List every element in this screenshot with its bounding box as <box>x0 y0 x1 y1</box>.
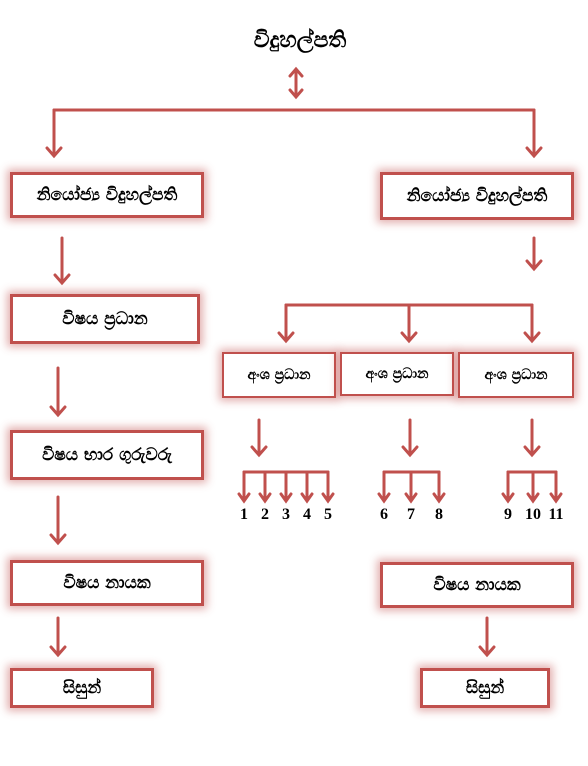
subject-teachers-box: විෂය භාර ගුරුවරු <box>10 430 204 480</box>
left-students-box: සිසුන් <box>10 668 154 708</box>
group-3-arrows <box>501 470 563 504</box>
section-head-box-3: අංශ ප්‍රධාන <box>458 352 574 398</box>
group-1-arrows <box>237 470 335 504</box>
group-1-number-1: 1 <box>240 506 248 523</box>
group-2-number-7: 7 <box>407 506 415 523</box>
left-deputy-principal-box: නියෝජ්‍ය විදුහල්පති <box>10 172 204 218</box>
section-head-box-2: අංශ ප්‍රධාන <box>340 352 454 396</box>
group-1-number-4: 4 <box>303 506 311 523</box>
group-3-number-10: 10 <box>525 506 541 523</box>
left-subject-leader-box: විෂය නායක <box>10 560 204 606</box>
group-2-number-8: 8 <box>435 506 443 523</box>
group-1-number-2: 2 <box>261 506 269 523</box>
group-1-number-3: 3 <box>282 506 290 523</box>
group-1-number-5: 5 <box>324 506 332 523</box>
group-2-arrows <box>377 470 446 504</box>
right-students-box: සිසුන් <box>420 668 550 708</box>
group-3-number-9: 9 <box>504 506 512 523</box>
group-3-number-11: 11 <box>548 506 564 523</box>
group-2-number-6: 6 <box>380 506 388 523</box>
right-subject-leader-box: විෂය නායක <box>380 562 574 608</box>
right-deputy-principal-box: නියෝජ්‍ය විදුහල්පති <box>380 172 574 220</box>
subject-head-box: විෂය ප්‍රධාන <box>10 294 200 344</box>
principal-title: විදුහල්පති <box>253 28 347 53</box>
section-head-box-1: අංශ ප්‍රධාන <box>222 352 336 398</box>
